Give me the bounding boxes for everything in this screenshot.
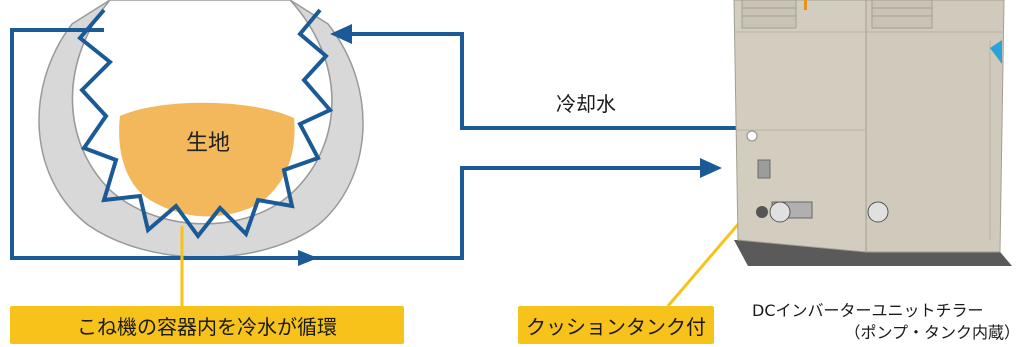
- grill-left: [741, 0, 797, 29]
- chiller-right-module: [865, 0, 1005, 253]
- tank-leader-line: [666, 221, 742, 307]
- indicator-icon: [746, 130, 758, 142]
- fitting-top: [757, 159, 771, 179]
- valve-right-icon: [867, 201, 889, 223]
- dough-label: 生地: [186, 131, 230, 156]
- logo-icon: [990, 40, 1002, 64]
- dough: [119, 102, 295, 217]
- mixer-callout: こね機の容器内を冷水が循環: [10, 306, 404, 344]
- mixer-bowl: 生地: [38, 0, 364, 258]
- chiller-caption: DCインバーターユニットチラー （ポンプ・タンク内蔵）: [752, 300, 1022, 344]
- chiller-caption-line1: DCインバーターユニットチラー: [752, 301, 984, 320]
- arrow-bottom-icon: [298, 250, 318, 266]
- tank-callout-text: クッションタンク付: [526, 314, 706, 339]
- cooling-coil: [77, 8, 334, 240]
- water-pipe: [10, 28, 736, 260]
- valve-left-icon: [756, 206, 768, 218]
- tank-callout: クッションタンク付: [518, 306, 714, 344]
- cooling-water-label: 冷却水: [556, 92, 616, 116]
- mixer-callout-text: こね機の容器内を冷水が循環: [77, 314, 337, 339]
- chiller-unit: [733, 0, 1012, 266]
- arrow-to-mixer-icon: [330, 24, 352, 44]
- chiller-caption-line2: （ポンプ・タンク内蔵）: [844, 323, 1020, 342]
- arrow-to-chiller-icon: [700, 158, 722, 178]
- valve-mid-icon: [769, 201, 791, 223]
- grill-right: [871, 0, 933, 29]
